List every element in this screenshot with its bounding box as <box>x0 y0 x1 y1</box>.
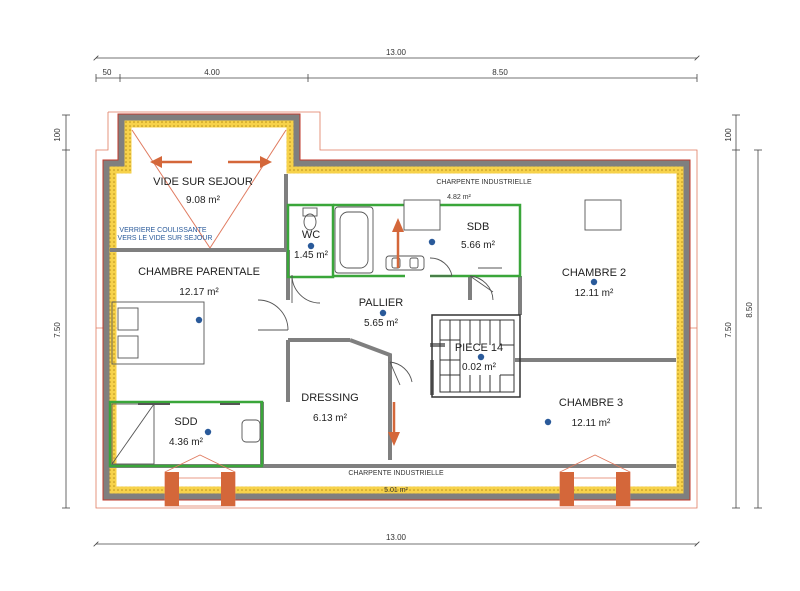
interior-floor <box>117 128 676 486</box>
void-diagonals <box>131 129 287 249</box>
dim-right-total: 8.50 <box>745 302 754 318</box>
room-sdb-area: 5.66 m² <box>461 240 496 251</box>
charpente-top-label: CHARPENTE INDUSTRIELLE <box>436 179 532 186</box>
area-markers <box>195 238 598 436</box>
room-vide-area: 9.08 m² <box>186 195 221 206</box>
dim-top-right: 8.50 <box>492 68 508 77</box>
dim-left-main: 7.50 <box>53 322 62 338</box>
room-chambre3-name: CHAMBRE 3 <box>559 397 623 409</box>
dormer-right <box>559 454 631 507</box>
room-sdb-name: SDB <box>467 221 490 233</box>
room-wc-name: WC <box>302 229 320 241</box>
dimension-lines: 13.00 50 4.00 8.50 100 7.50 100 7.50 8.5… <box>53 48 762 544</box>
staircase <box>431 314 521 398</box>
room-piece14-area: 0.02 m² <box>462 362 497 373</box>
dim-right-main: 7.50 <box>724 322 733 338</box>
dim-left-small: 100 <box>53 128 62 142</box>
charpente-bottom-label: CHARPENTE INDUSTRIELLE <box>348 470 444 477</box>
room-pallier-area: 5.65 m² <box>364 318 399 329</box>
dim-top-mid: 4.00 <box>204 68 220 77</box>
fixtures <box>111 199 622 465</box>
sdb-width-label: 4.82 m² <box>447 194 471 201</box>
room-wc-area: 1.45 m² <box>294 250 329 261</box>
dim-top-small: 50 <box>103 68 112 77</box>
dormer-left <box>164 454 236 507</box>
arrows <box>150 156 404 446</box>
room-parentale-area: 12.17 m² <box>179 287 219 298</box>
room-chambre2-name: CHAMBRE 2 <box>562 267 626 279</box>
room-dressing-area: 6.13 m² <box>313 413 348 424</box>
verriere-line2: VERS LE VIDE SUR SEJOUR <box>118 235 213 242</box>
room-pallier-name: PALLIER <box>359 297 403 309</box>
room-parentale-name: CHAMBRE PARENTALE <box>138 266 260 278</box>
bottom-partial-label: 5.01 m² <box>384 487 408 494</box>
outer-walls <box>102 113 691 501</box>
verriere-line1: VERRIERE COULISSANTE <box>119 227 206 234</box>
dim-bottom-total: 13.00 <box>386 533 407 542</box>
room-dressing-name: DRESSING <box>301 392 358 404</box>
room-piece14-name: PIECE 14 <box>455 342 503 354</box>
dim-right-small: 100 <box>724 128 733 142</box>
room-chambre2-area: 12.11 m² <box>575 288 614 299</box>
room-sdd-area: 4.36 m² <box>169 437 204 448</box>
room-vide-name: VIDE SUR SEJOUR <box>153 176 253 188</box>
room-sdd-name: SDD <box>174 416 197 428</box>
dim-top-total: 13.00 <box>386 48 407 57</box>
doors <box>257 257 494 386</box>
room-chambre3-area: 12.11 m² <box>572 418 611 429</box>
